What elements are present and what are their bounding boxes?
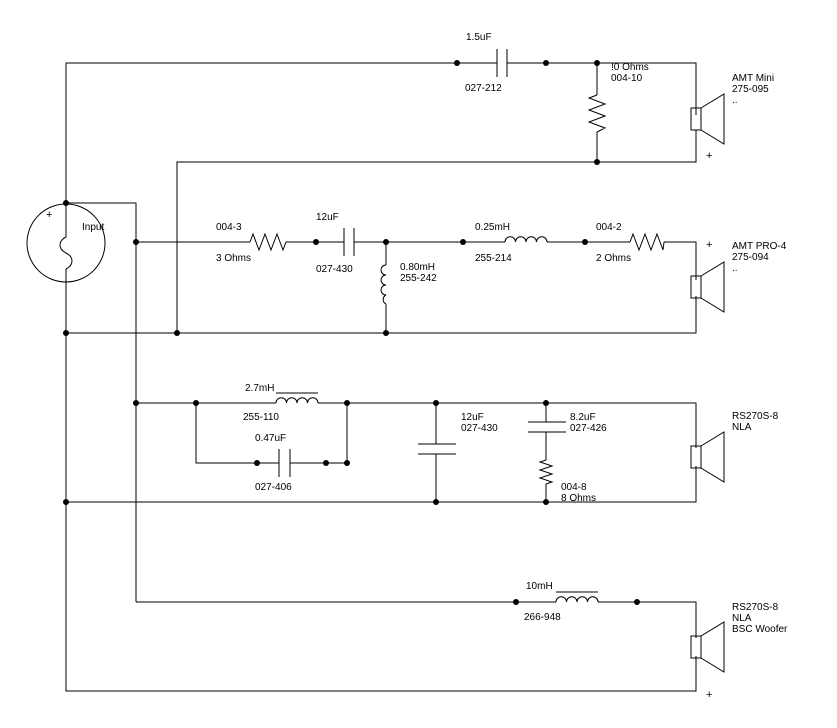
driver-4-part: NLA xyxy=(732,613,752,624)
resistor-r3-value: 2 Ohms xyxy=(596,253,631,264)
capacitor-c2-value: 12uF xyxy=(316,212,339,223)
capacitor-c1-value: 1.5uF xyxy=(466,32,492,43)
inductor-l1-part: 255-242 xyxy=(400,273,437,284)
driver-amt-pro-4: AMT PRO-4 275-094 .. + xyxy=(690,239,787,313)
capacitor-c5: 8.2uF 027-426 xyxy=(528,412,607,434)
resistor-r1: !0 Ohms 004-10 xyxy=(587,62,649,133)
inductor-l4: 10mH 266-948 xyxy=(524,581,599,623)
resistor-r1-value: !0 Ohms xyxy=(611,62,649,73)
input-source: Input + xyxy=(26,203,106,283)
resistor-r3-part: 004-2 xyxy=(596,222,622,233)
capacitor-c4-part: 027-430 xyxy=(461,423,498,434)
driver-3-name: RS270S-8 xyxy=(732,411,779,422)
source-wave xyxy=(59,206,73,282)
resistor-r1-part: 004-10 xyxy=(611,73,643,84)
resistor-r3: 004-2 2 Ohms xyxy=(596,222,665,264)
driver-4-name: RS270S-8 xyxy=(732,602,779,613)
capacitor-c3-value: 0.47uF xyxy=(255,433,286,444)
capacitor-c5-part: 027-426 xyxy=(570,423,607,434)
driver-1-polarity: + xyxy=(706,150,712,162)
driver-2-note: .. xyxy=(732,263,738,274)
inductor-l2-value: 0.25mH xyxy=(475,222,510,233)
input-polarity: + xyxy=(46,209,52,221)
capacitor-c4: 12uF 027-430 xyxy=(418,412,498,455)
driver-1-note: .. xyxy=(732,95,738,106)
inductor-l2: 0.25mH 255-214 xyxy=(475,222,548,264)
inductor-l2-part: 255-214 xyxy=(475,253,512,264)
inductor-l1-value: 0.80mH xyxy=(400,262,435,273)
capacitor-c3-part: 027-406 xyxy=(255,482,292,493)
capacitor-c1-part: 027-212 xyxy=(465,83,502,94)
capacitor-c3: 0.47uF 027-406 xyxy=(255,433,292,493)
capacitor-c4-value: 12uF xyxy=(461,412,484,423)
driver-amt-mini: AMT Mini 275-095 .. + xyxy=(690,73,774,162)
capacitor-c2-part: 027-430 xyxy=(316,264,353,275)
driver-2-name: AMT PRO-4 xyxy=(732,241,787,252)
resistor-r2-part: 004-3 xyxy=(216,222,242,233)
capacitor-c1: 1.5uF 027-212 xyxy=(465,32,508,94)
input-label: Input xyxy=(82,222,104,233)
inductor-l3-value: 2.7mH xyxy=(245,383,274,394)
capacitor-c2: 12uF 027-430 xyxy=(316,212,355,275)
driver-1-name: AMT Mini xyxy=(732,73,774,84)
driver-2-polarity: + xyxy=(706,239,712,251)
resistor-r2: 004-3 3 Ohms xyxy=(216,222,287,264)
inductor-l1: 0.80mH 255-242 xyxy=(380,262,437,305)
driver-3-part: NLA xyxy=(732,422,752,433)
resistor-r4: 004-8 8 Ohms xyxy=(538,459,596,504)
driver-2-part: 275-094 xyxy=(732,252,769,263)
driver-4-polarity: + xyxy=(706,689,712,701)
driver-4-note: BSC Woofer xyxy=(732,624,788,635)
resistor-r2-value: 3 Ohms xyxy=(216,253,251,264)
wiring xyxy=(65,62,697,692)
capacitor-c5-value: 8.2uF xyxy=(570,412,596,423)
driver-1-part: 275-095 xyxy=(732,84,769,95)
driver-rs270s-8-a: RS270S-8 NLA xyxy=(690,411,779,483)
inductor-l3-part: 255-110 xyxy=(243,412,279,423)
inductor-l3: 2.7mH 255-110 xyxy=(243,383,319,423)
inductor-l4-part: 266-948 xyxy=(524,612,561,623)
resistor-r4-part: 004-8 xyxy=(561,482,587,493)
inductor-l4-value: 10mH xyxy=(526,581,553,592)
resistor-r4-value: 8 Ohms xyxy=(561,493,596,504)
driver-rs270s-8-b: RS270S-8 NLA BSC Woofer + xyxy=(690,602,788,701)
